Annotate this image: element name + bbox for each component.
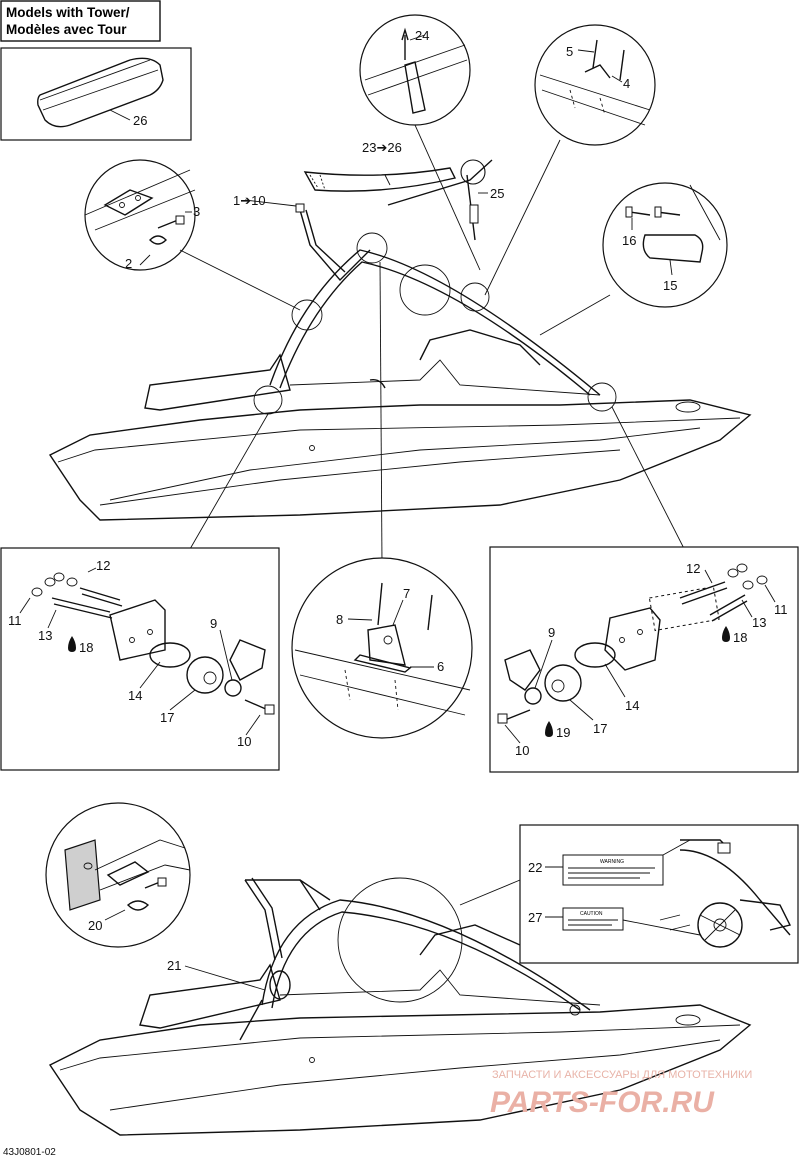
callout-9-right: 9 (548, 625, 555, 640)
callout-1-10: 1➔10 (233, 193, 266, 208)
callout-22: 22 (528, 860, 542, 875)
callout-10-left: 10 (237, 734, 251, 749)
boat-with-tower-bottom: 21 (48, 877, 752, 1136)
callout-13-right: 13 (752, 615, 766, 630)
detail-circle-5-4: 5 4 (484, 24, 656, 296)
detail-circle-15-16: 16 15 (539, 182, 728, 336)
left-mounting-box: 12 11 13 18 9 14 17 10 (0, 547, 280, 771)
bimini-top-assembly: 23➔26 25 (303, 140, 504, 241)
watermark-line-2: PARTS-FOR.RU (490, 1086, 715, 1119)
callout-18-right: 18 (733, 630, 747, 645)
decals-detail-box: WARNING CAUTION 22 27 (519, 824, 799, 964)
callout-26-box: 26 (133, 113, 147, 128)
detail-circle-6-7-8: 7 8 6 (291, 557, 473, 739)
cushion-detail-box: 26 (0, 47, 192, 141)
callout-19-right: 19 (556, 725, 570, 740)
callout-17-left: 17 (160, 710, 174, 725)
title-box: Models with Tower/ Modèles avec Tour (0, 0, 161, 42)
callout-11-left: 11 (8, 613, 22, 628)
callout-17-right: 17 (593, 721, 607, 736)
callout-7: 7 (403, 586, 410, 601)
callout-13-left: 13 (38, 628, 52, 643)
watermark-line-1: ЗАПЧАСТИ И АКСЕССУАРЫ ДЛЯ МОТОТЕХНИКИ (492, 1069, 752, 1081)
callout-20: 20 (88, 918, 102, 933)
right-mounting-box: 12 11 13 18 9 14 17 10 19 (489, 546, 799, 773)
title-line-2: Modèles avec Tour (6, 22, 127, 37)
callout-15: 15 (663, 278, 677, 293)
callout-12-left: 12 (96, 558, 110, 573)
callout-11-right: 11 (774, 602, 788, 617)
callout-5: 5 (566, 44, 573, 59)
callout-10-right: 10 (515, 743, 529, 758)
callout-25: 25 (490, 186, 504, 201)
detail-circle-2-3: 3 2 (84, 159, 301, 311)
detail-circle-24: 24 (359, 14, 481, 271)
decal-22-title: WARNING (600, 859, 624, 865)
callout-14-right: 14 (625, 698, 639, 713)
callout-24: 24 (415, 28, 429, 43)
callout-21: 21 (167, 958, 181, 973)
figure-code: 43J0801-02 (3, 1147, 56, 1158)
decal-27-title: CAUTION (580, 911, 603, 917)
title-line-1: Models with Tower/ (6, 5, 130, 20)
callout-6: 6 (437, 659, 444, 674)
callout-8: 8 (336, 612, 343, 627)
callout-18-left: 18 (79, 640, 93, 655)
callout-4: 4 (623, 76, 630, 91)
callout-14-left: 14 (128, 688, 142, 703)
callout-9-left: 9 (210, 616, 217, 631)
callout-23-26: 23➔26 (362, 140, 402, 155)
callout-3: 3 (193, 204, 200, 219)
callout-12-right: 12 (686, 561, 700, 576)
callout-2: 2 (125, 256, 132, 271)
callout-27: 27 (528, 910, 542, 925)
callout-16: 16 (622, 233, 636, 248)
watermark: ЗАПЧАСТИ И АКСЕССУАРЫ ДЛЯ МОТОТЕХНИКИ PA… (490, 1069, 752, 1119)
detail-circle-20: 20 (45, 802, 191, 948)
